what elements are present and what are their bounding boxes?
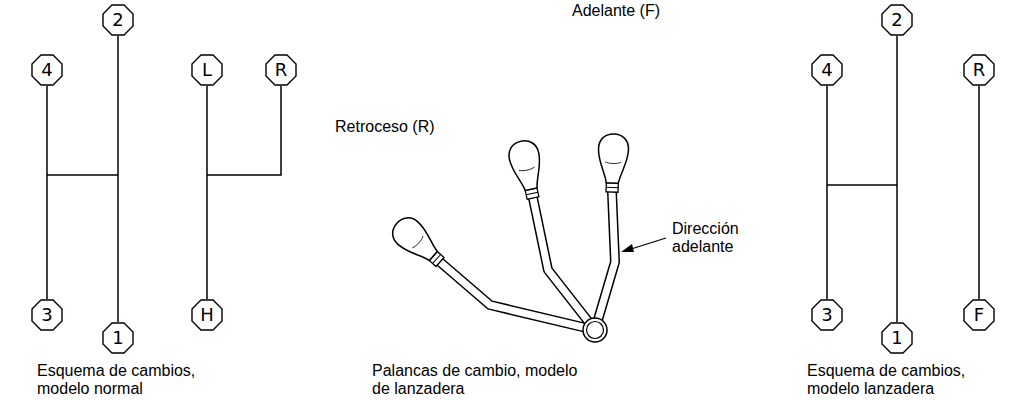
gear-label: R <box>275 61 288 79</box>
gate-line <box>827 86 828 299</box>
gear-label: 2 <box>112 11 123 29</box>
gear-position: 2 <box>881 4 913 36</box>
gear-position: F <box>963 299 995 331</box>
gear-position: 1 <box>102 322 134 354</box>
gear-label: H <box>200 306 214 324</box>
gear-position: H <box>191 299 223 331</box>
annotation-text: Retroceso (R) <box>335 118 465 136</box>
gear-label: 1 <box>891 329 902 347</box>
caption-text: Esquema de cambios, modelo lanzadera <box>807 362 987 398</box>
gear-label: 1 <box>112 329 123 347</box>
gear-position: 2 <box>102 4 134 36</box>
gear-position: 4 <box>811 54 843 86</box>
gate-line <box>979 86 980 299</box>
gate-line <box>207 86 208 299</box>
gear-label: F <box>974 306 984 324</box>
gear-position: L <box>191 54 223 86</box>
gear-label: 2 <box>891 11 902 29</box>
gear-label: 4 <box>821 61 832 79</box>
gate-line <box>118 36 119 322</box>
shift-levers <box>387 134 629 342</box>
gear-position: R <box>265 54 297 86</box>
shift-gate <box>47 86 897 185</box>
caption-text: Esquema de cambios, modelo normal <box>37 362 217 398</box>
gate-line <box>897 36 898 322</box>
gear-label: 3 <box>821 306 832 324</box>
gear-position: 3 <box>31 299 63 331</box>
annotation-text: Adelante (F) <box>572 2 702 20</box>
gear-label: L <box>202 61 212 79</box>
leader-arrow <box>621 238 666 252</box>
annotation-text: Dirección adelante <box>672 220 767 256</box>
gear-position: R <box>963 54 995 86</box>
gate-line <box>47 86 48 299</box>
caption-text: Palancas de cambio, modelo de lanzadera <box>372 362 587 398</box>
gear-position: 3 <box>811 299 843 331</box>
gear-label: 3 <box>41 306 52 324</box>
gear-label: 4 <box>41 61 52 79</box>
gear-label: R <box>973 61 986 79</box>
gear-position: 1 <box>881 322 913 354</box>
gear-position: 4 <box>31 54 63 86</box>
